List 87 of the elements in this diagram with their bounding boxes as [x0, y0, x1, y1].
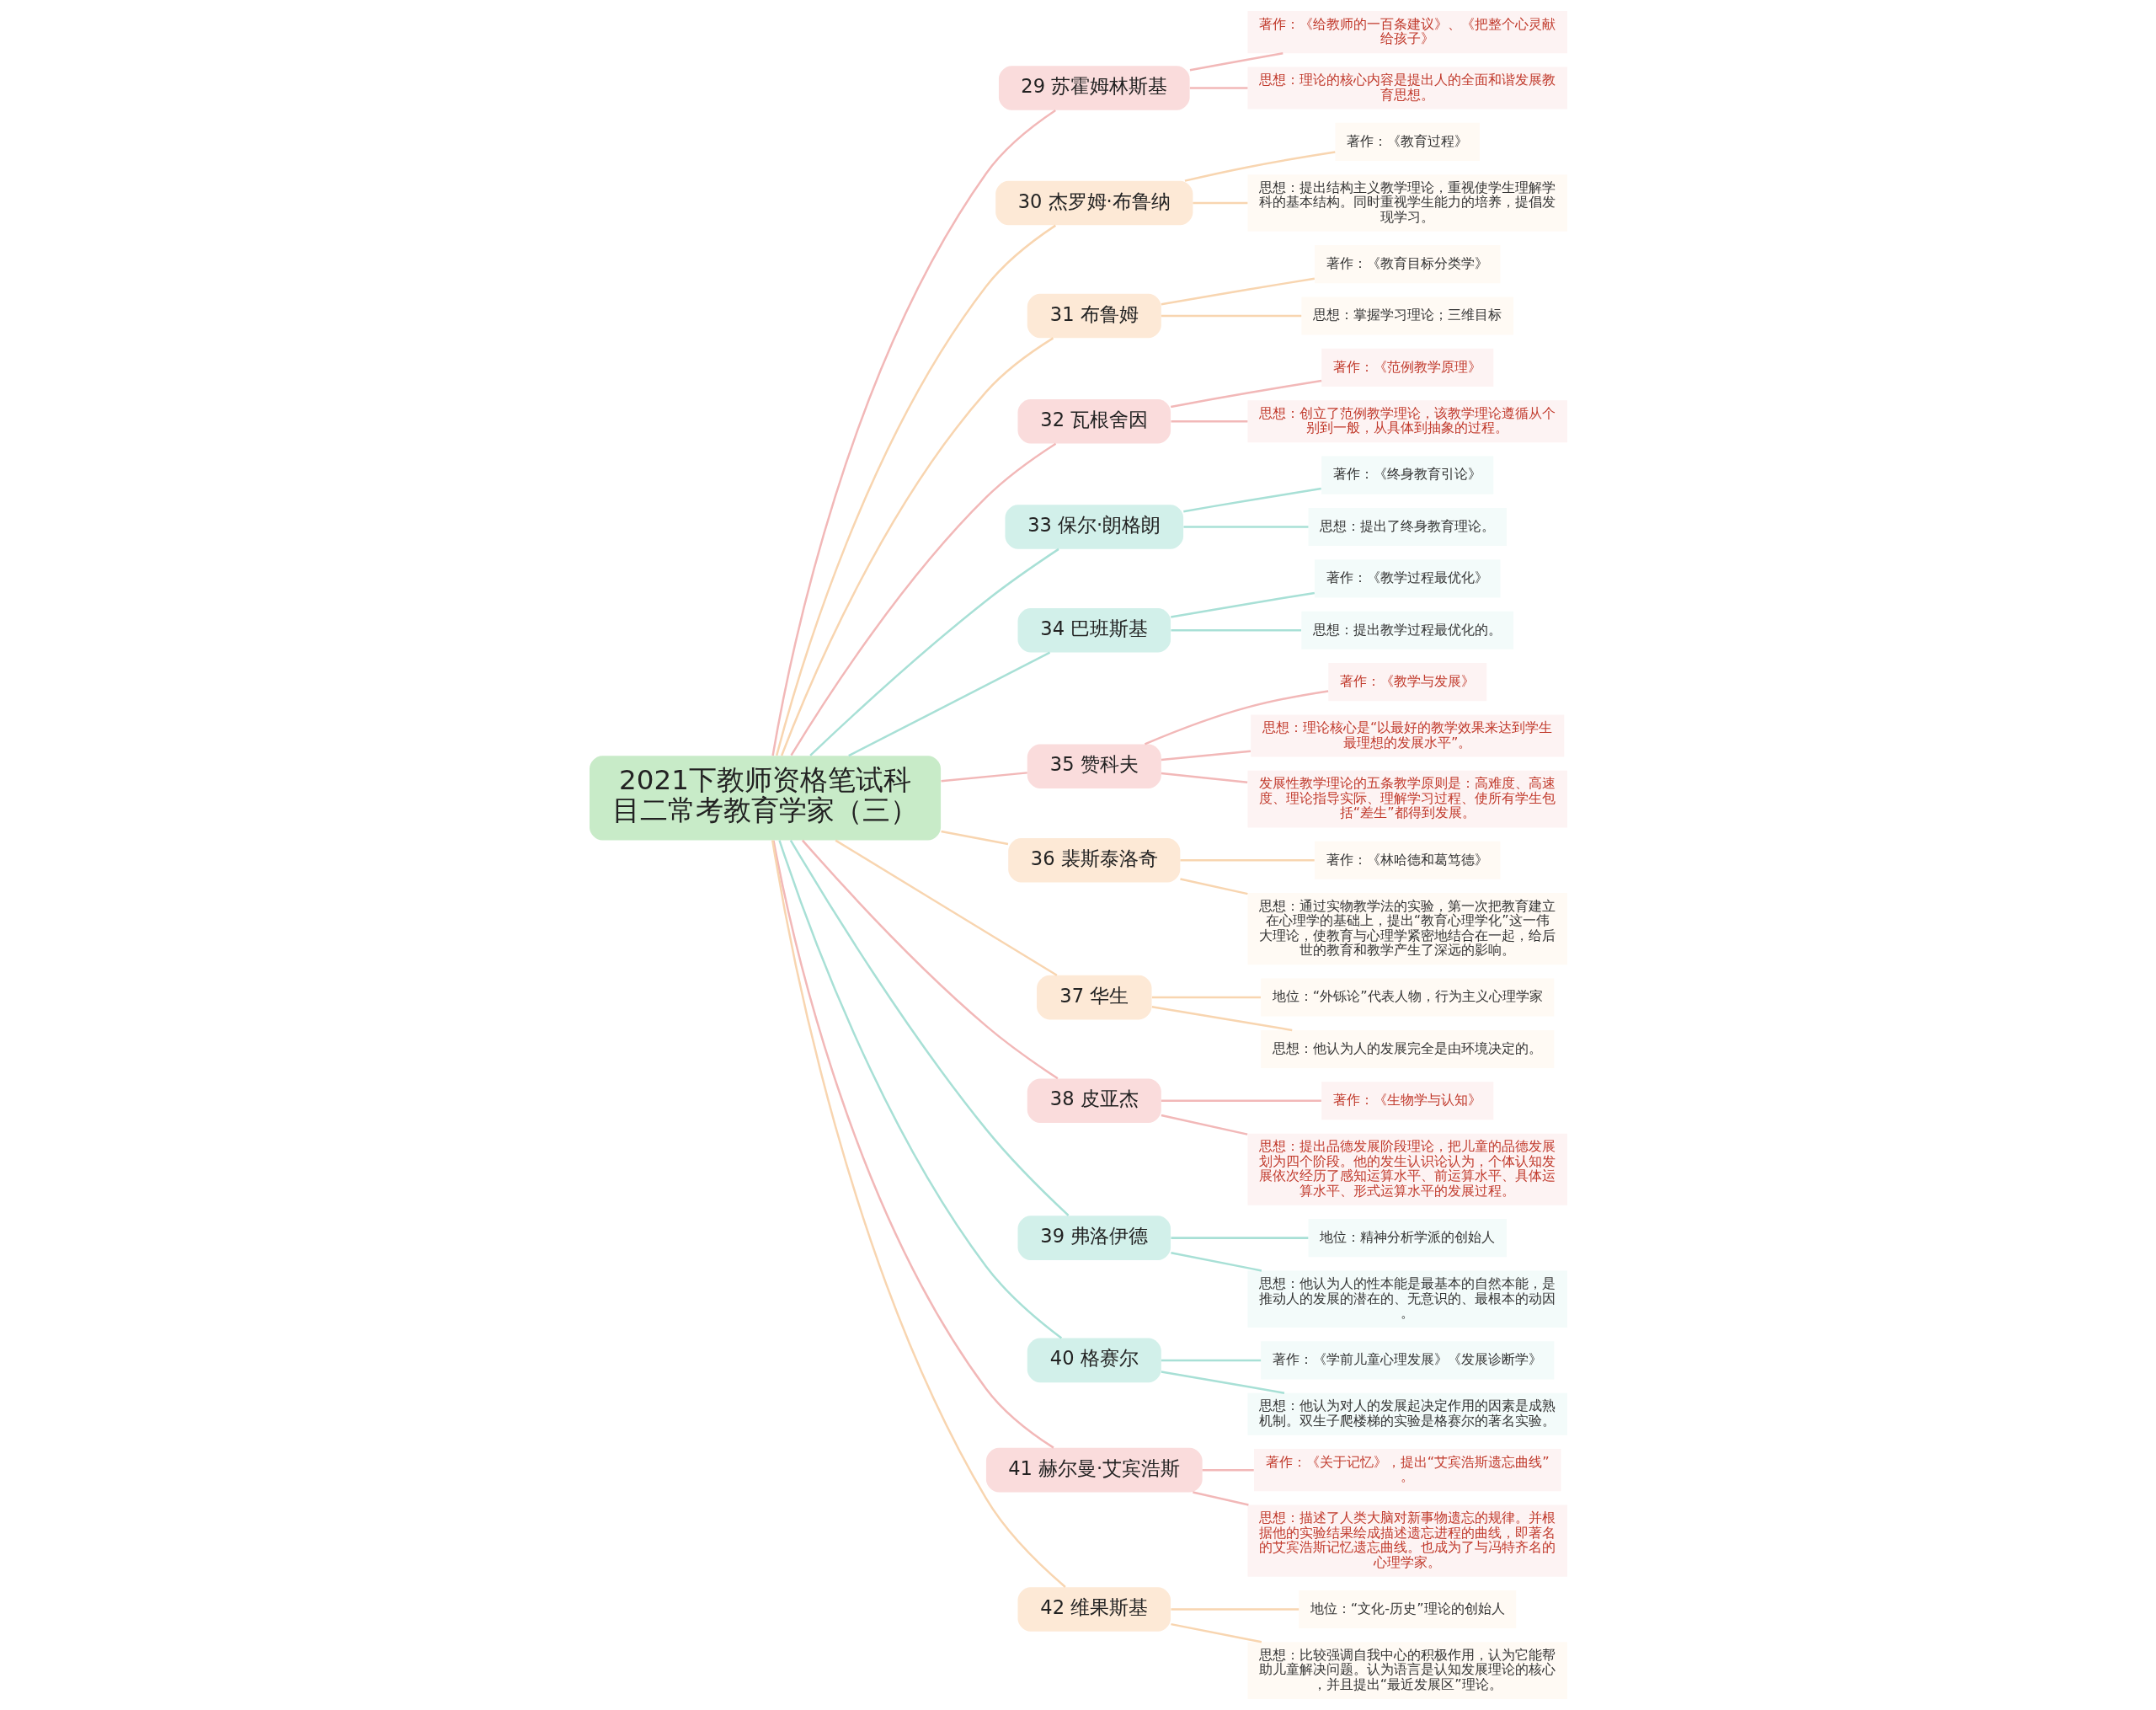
- connector: [940, 772, 1027, 783]
- connector: [1170, 629, 1301, 632]
- connector: [771, 110, 1056, 756]
- node-box: 29 苏霍姆林斯基: [998, 66, 1190, 110]
- node-box: 思想：他认为人的发展完全是由环境决定的。: [1260, 1029, 1554, 1068]
- node-box: 思想：提出结构主义教学理论，重视使学生理解学科的基本结构。同时重视学生能力的培养，提倡发现学习。: [1247, 174, 1567, 232]
- connector: [1170, 591, 1315, 618]
- connector: [834, 839, 1058, 976]
- node-box: 地位：“外铄论”代表人物，行为主义心理学家: [1260, 978, 1554, 1017]
- connector: [1192, 201, 1247, 205]
- node-box: 著作：《教育过程》: [1334, 122, 1480, 161]
- connector: [1161, 1359, 1261, 1362]
- node-box: 著作：《教学过程最优化》: [1314, 559, 1500, 598]
- node-box: 33 保尔·朗格朗: [1004, 505, 1183, 549]
- connector: [789, 840, 1069, 1216]
- node-box: 著作：《学前儿童心理发展》《发展诊断学》: [1260, 1341, 1554, 1380]
- node-box: 思想：提出教学过程最优化的。: [1300, 611, 1513, 649]
- node-box: 思想：提出品德发展阶段理论，把儿童的品德发展划为四个阶段。他的发生认识论认为，个体认知发展依次经历了感知运算水平、前运算水平、具体运算水平、形式运算水平的发展过程。: [1247, 1133, 1567, 1205]
- node-box: 思想：掌握学习理论；三维目标: [1300, 297, 1513, 335]
- connector: [1192, 1491, 1249, 1506]
- connector: [789, 442, 1056, 756]
- node-box: 31 布鲁姆: [1027, 293, 1161, 339]
- node-box: 思想：比较强调自我中心的积极作用，认为它能帮助儿童解决问题。认为语言是认知发展理论的核心，并且提出“最近发展区”理论。: [1247, 1642, 1567, 1699]
- connector: [847, 651, 1050, 757]
- connector: [1189, 87, 1247, 89]
- node-box: 38 皮亚杰: [1027, 1078, 1161, 1124]
- connector: [1184, 151, 1335, 182]
- node-box: 著作：《给教师的一百条建议》、《把整个心灵献给孩子》: [1247, 11, 1567, 54]
- node-box: 2021下教师资格笔试科目二常考教育学家（三）: [589, 756, 941, 841]
- node-box: 30 杰罗姆·布鲁纳: [995, 180, 1193, 226]
- node-box: 36 裴斯泰洛奇: [1007, 837, 1180, 883]
- node-box: 思想：创立了范例教学理论，该教学理论遵循从个别到一般，从具体到抽象的过程。: [1247, 400, 1567, 443]
- connector: [1170, 379, 1321, 409]
- node-box: 著作：《终身教育引论》: [1321, 456, 1493, 494]
- connector: [1180, 859, 1315, 862]
- node-box: 著作：《生物学与认知》: [1321, 1082, 1493, 1120]
- connector: [1161, 1371, 1284, 1394]
- connector: [1161, 1114, 1247, 1136]
- node-box: 地位：“文化-历史”理论的创始人: [1298, 1590, 1516, 1628]
- node-box: 37 华生: [1036, 975, 1152, 1020]
- node-box: 思想：理论核心是“以最好的教学效果来达到学生最理想的发展水平”。: [1250, 714, 1564, 757]
- node-box: 42 维果斯基: [1017, 1587, 1171, 1632]
- node-box: 思想：理论的核心内容是提出人的全面和谐发展教育思想。: [1247, 67, 1567, 110]
- connector: [1161, 314, 1301, 318]
- connector: [1202, 1468, 1254, 1472]
- connector: [1151, 1006, 1292, 1032]
- node-box: 发展性教学理论的五条教学原则是：高难度、高速度、理论指导实际、理解学习过程、使所有学生包括“差生”都得到发展。: [1247, 770, 1567, 828]
- connector: [771, 840, 1066, 1588]
- node-box: 40 格赛尔: [1027, 1338, 1161, 1383]
- node-box: 地位：精神分析学派的创始人: [1308, 1219, 1507, 1258]
- node-box: 32 瓦根舍因: [1017, 398, 1171, 444]
- node-box: 39 弗洛伊德: [1017, 1216, 1171, 1260]
- connector: [1170, 1608, 1299, 1611]
- node-box: 思想：他认为对人的发展起决定作用的因素是成熟机制。双生子爬楼梯的实验是格赛尔的著名实验。: [1247, 1392, 1567, 1435]
- node-box: 著作：《林哈德和葛笃德》: [1314, 841, 1500, 879]
- connector: [780, 337, 1054, 756]
- connector: [1161, 772, 1247, 783]
- node-box: 41 赫尔曼·艾宾浩斯: [985, 1447, 1203, 1493]
- connector: [1170, 1252, 1262, 1272]
- connector: [1151, 996, 1261, 999]
- connector: [1189, 52, 1283, 72]
- connector: [1179, 878, 1248, 895]
- node-box: 思想：通过实物教学法的实验，第一次把教育建立在心理学的基础上，提出“教育心理学化”这一伟大理论，使教育与心理学紧密地结合在一起，给后世的教育和教学产生了深远的影响。: [1247, 893, 1567, 965]
- connector: [940, 830, 1008, 846]
- connector: [771, 840, 1054, 1449]
- connector: [1161, 1099, 1321, 1103]
- connector: [1182, 526, 1308, 528]
- node-box: 34 巴班斯基: [1017, 607, 1171, 653]
- connector: [1170, 1622, 1262, 1643]
- node-box: 思想：他认为人的性本能是最基本的自然本能，是推动人的发展的潜在的、无意识的、最根本的动因。: [1247, 1270, 1567, 1328]
- connector: [808, 548, 1059, 756]
- connector: [777, 840, 1062, 1339]
- connector: [1161, 750, 1251, 761]
- connector: [1170, 420, 1247, 423]
- node-box: 著作：《范例教学原理》: [1321, 348, 1493, 387]
- node-box: 思想：提出了终身教育理论。: [1308, 507, 1507, 547]
- node-box: 著作：《关于记忆》，提出“艾宾浩斯遗忘曲线”。: [1253, 1449, 1561, 1492]
- connector: [1170, 1237, 1308, 1239]
- node-box: 著作：《教学与发展》: [1327, 663, 1486, 702]
- connector: [1161, 277, 1315, 306]
- connector: [1182, 487, 1321, 513]
- node-box: 35 赞科夫: [1027, 744, 1161, 789]
- connector: [1144, 690, 1328, 745]
- node-box: 思想：描述了人类大脑对新事物遗忘的规律。并根据他的实验结果绘成描述遗忘进程的曲线，即著名的艾宾浩斯记忆遗忘曲线。也成为了与冯特齐名的心理学家。: [1247, 1504, 1567, 1577]
- connector: [775, 224, 1056, 756]
- connector: [801, 839, 1059, 1080]
- node-box: 著作：《教育目标分类学》: [1314, 245, 1500, 284]
